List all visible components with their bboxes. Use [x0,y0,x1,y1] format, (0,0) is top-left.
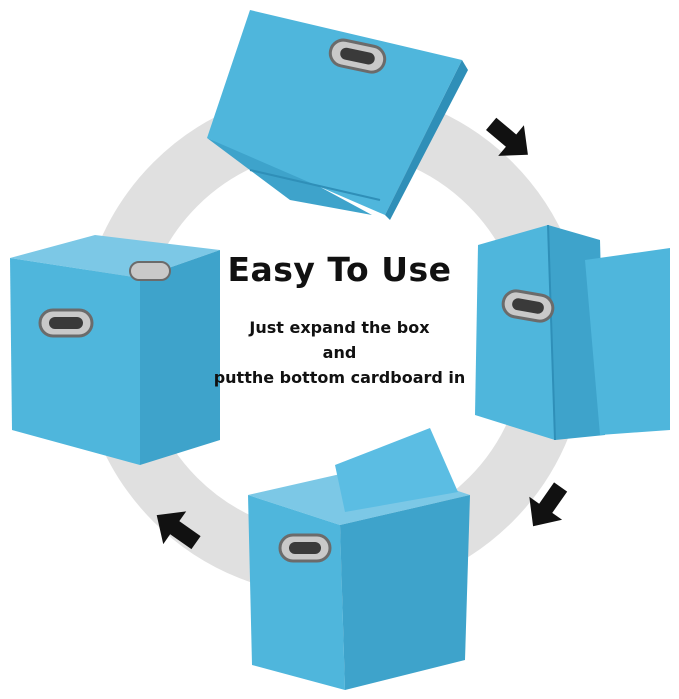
metal-handle-icon [129,261,171,281]
metal-handle-icon [501,289,555,323]
arrow-icon [529,482,568,527]
metal-handle-icon [38,308,94,338]
metal-handle-icon [328,38,387,74]
instruction-line: and [322,343,357,362]
instruction-line: putthe bottom cardboard in [213,368,466,387]
arrow-icon [486,117,528,156]
unfolding-box-illustration [475,224,670,441]
assembled-box-illustration [10,235,220,465]
folded-box-illustration [207,10,468,220]
box-with-cardboard-illustration [248,428,470,690]
page-title: Easy To Use [227,250,452,289]
metal-handle-icon [278,533,332,563]
arrow-icon [156,511,201,550]
instruction-line: Just expand the box [249,318,430,337]
